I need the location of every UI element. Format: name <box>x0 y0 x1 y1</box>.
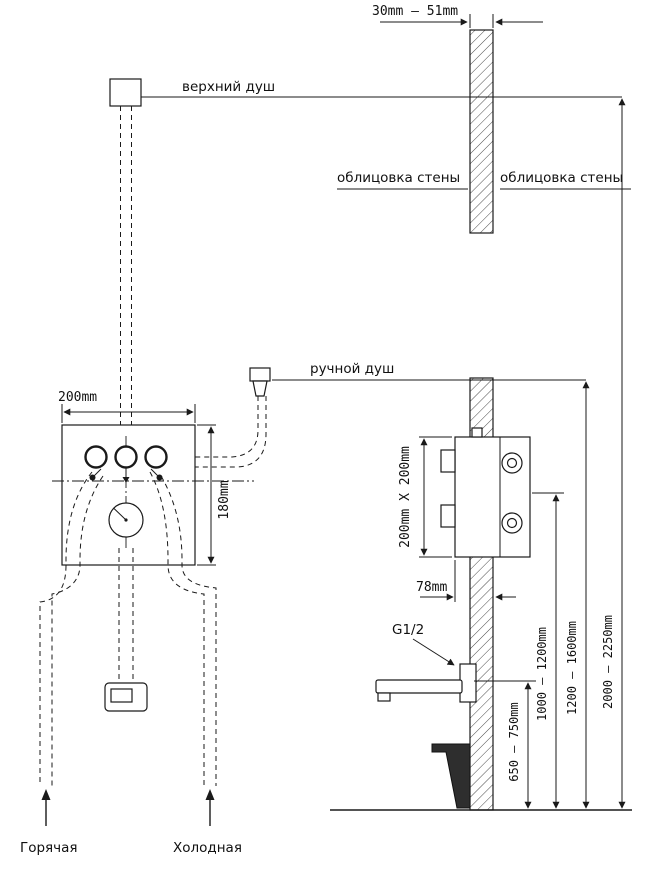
thread-label: G1/2 <box>392 622 424 638</box>
knob-center <box>114 445 138 469</box>
overhead-shower-line: верхний душ <box>141 79 622 98</box>
overhead-shower-pipes <box>120 106 132 446</box>
knob-left <box>84 445 108 469</box>
dimension-mixer-mount-height: 1000 — 1200mm <box>532 492 564 809</box>
temperature-dial <box>108 502 144 538</box>
mixer-height-label: 180mm <box>217 480 232 519</box>
wall-cladding-left-label: облицовка стены <box>337 170 460 186</box>
mixer-side-view <box>440 427 531 558</box>
wall-section-top <box>469 29 494 234</box>
spout-arrow-icon <box>122 468 130 483</box>
dimension-depth: 78mm <box>416 560 516 602</box>
wall-cladding-right-label: облицовка стены <box>500 170 623 186</box>
cold-supply-label: Холодная <box>173 840 242 856</box>
thread-callout: G1/2 <box>392 622 455 666</box>
hot-supply-arrow <box>41 789 51 826</box>
dimension-wall-thickness: 30mm — 51mm <box>372 4 543 28</box>
overhead-shower-head <box>109 78 142 107</box>
mixer-mount-height-label: 1000 — 1200mm <box>535 627 549 721</box>
wall-cladding-left: облицовка стены <box>337 170 468 190</box>
dimension-overhead-height: 2000 — 2250mm <box>601 98 626 809</box>
depth-label: 78mm <box>416 580 447 595</box>
dimension-spout-height: 650 — 750mm <box>474 680 536 809</box>
supply-pipe-cold <box>149 471 217 786</box>
mixer-width-label: 200mm <box>58 390 97 405</box>
dimension-mixer-width: 200mm <box>58 390 196 423</box>
overhead-height-label: 2000 — 2250mm <box>601 615 615 709</box>
spout-side-view <box>375 663 477 703</box>
supply-pipe-hot <box>39 471 104 786</box>
dimension-rough-in: 200mm X 200mm <box>398 436 452 558</box>
valve-upper <box>501 452 523 474</box>
wall-cladding-right: облицовка стены <box>500 170 631 190</box>
overhead-shower-label: верхний душ <box>182 79 275 95</box>
mixer-front-view <box>52 424 254 566</box>
hand-shower-line: ручной душ <box>272 361 586 381</box>
hand-shower-height-label: 1200 — 1600mm <box>565 621 579 715</box>
basin-profile <box>431 743 471 809</box>
hot-supply-label: Горячая <box>20 840 78 856</box>
dimension-hand-shower-height: 1200 — 1600mm <box>565 381 590 809</box>
spout-pipe-front <box>118 548 134 683</box>
hand-shower-label: ручной душ <box>310 361 394 377</box>
handshower-icon <box>89 468 102 481</box>
valve-lower <box>501 512 523 534</box>
spout-height-label: 650 — 750mm <box>507 702 521 781</box>
knob-right <box>144 445 168 469</box>
rough-in-label: 200mm X 200mm <box>398 446 413 548</box>
cold-supply-arrow <box>205 789 215 826</box>
spout-connection-front <box>104 682 148 712</box>
wall-thickness-label: 30mm — 51mm <box>372 4 458 19</box>
dimension-mixer-height: 180mm <box>197 424 232 566</box>
hand-shower-outlet <box>170 367 271 468</box>
